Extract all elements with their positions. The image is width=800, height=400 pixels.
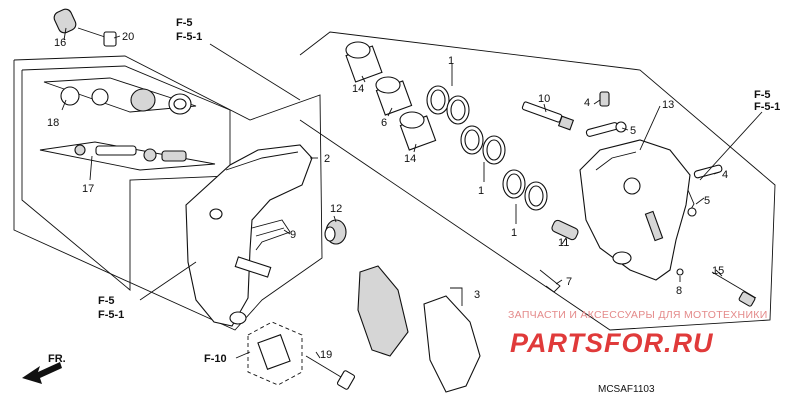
- leader-lines: [61, 27, 763, 359]
- ref-top-right-line1: F-5: [754, 89, 771, 101]
- slide-pin-set-part-17: [39, 141, 216, 171]
- spring-part-7: [539, 269, 561, 293]
- seal-set-part-1: [426, 85, 548, 211]
- callout-labels: 16 20 18 17 2 9 12 14 6 14 1 1 1 10 4 5 …: [47, 31, 728, 361]
- cap-part-4-upper: [599, 91, 610, 107]
- ref-top-left-line1: F-5: [176, 17, 193, 29]
- callout-19: 19: [320, 349, 332, 361]
- callout-20: 20: [122, 31, 134, 43]
- callout-4-lower: 4: [722, 169, 728, 181]
- watermark-logo: PARTSFOR.RU: [510, 328, 714, 358]
- banjo-part-5-lower: [687, 189, 697, 217]
- watermark-caption: ЗАПЧАСТИ И АКСЕССУАРЫ ДЛЯ МОТОТЕХНИКИ: [508, 309, 768, 321]
- piston-part-14-upper: [345, 41, 383, 83]
- callout-2: 2: [324, 153, 330, 165]
- pin-part-11: [551, 219, 579, 241]
- bolt-part-15: [711, 271, 757, 307]
- callout-17: 17: [82, 183, 94, 195]
- clip-part-9: [251, 219, 291, 251]
- assembly-frames: [13, 31, 776, 386]
- diagram-code: MCSAF1103: [598, 384, 655, 395]
- boot-part-12: [324, 219, 347, 245]
- callout-15: 15: [712, 265, 724, 277]
- callout-6: 6: [381, 117, 387, 129]
- watermark: ЗАПЧАСТИ И АКСЕССУАРЫ ДЛЯ МОТОТЕХНИКИ PA…: [508, 309, 768, 358]
- ref-bottom-left-line2: F-5-1: [98, 309, 124, 321]
- callout-10: 10: [538, 93, 550, 105]
- piston-part-6: [375, 76, 413, 116]
- piston-part-14-lower: [399, 111, 437, 151]
- caliper-body-part-13: [579, 139, 691, 281]
- callout-16: 16: [54, 37, 66, 49]
- callout-5-upper: 5: [630, 125, 636, 137]
- callout-9: 9: [290, 229, 296, 241]
- pin-set-part-18: [43, 77, 197, 115]
- callout-7: 7: [566, 276, 572, 288]
- callout-11: 11: [558, 237, 569, 249]
- callout-8: 8: [676, 285, 682, 297]
- callout-5-lower: 5: [704, 195, 710, 207]
- bolt-part-20: [77, 27, 117, 47]
- callout-1-lower: 1: [511, 227, 517, 239]
- bleed-screw-part-10: [521, 101, 575, 131]
- callout-18: 18: [47, 117, 59, 129]
- callout-1-upper: 1: [448, 55, 454, 67]
- callout-13: 13: [662, 99, 674, 111]
- sleeve-part-16: [53, 8, 77, 34]
- direction-label: FR.: [48, 353, 66, 365]
- banjo-part-5-upper: [585, 121, 627, 137]
- pin-part-19: [257, 334, 356, 390]
- washer-part-8: [676, 268, 684, 276]
- callout-14-lower: 14: [404, 153, 416, 165]
- callout-4-upper: 4: [584, 97, 590, 109]
- callout-12: 12: [330, 203, 342, 215]
- reference-codes: F-5 F-5-1 F-5 F-5-1 F-5 F-5-1 F-10: [98, 17, 780, 365]
- front-direction-arrow: FR.: [22, 353, 66, 384]
- ref-bottom-mid: F-10: [204, 353, 227, 365]
- ref-top-right-line2: F-5-1: [754, 101, 780, 113]
- callout-1-middle: 1: [478, 185, 484, 197]
- ref-bottom-left-line1: F-5: [98, 295, 115, 307]
- callout-3: 3: [474, 289, 480, 301]
- brake-pads-part-3: [357, 265, 481, 393]
- ref-top-left-line2: F-5-1: [176, 31, 202, 43]
- caliper-bracket-part-2: [185, 144, 313, 327]
- pistons: [345, 41, 437, 151]
- callout-14-upper: 14: [352, 83, 364, 95]
